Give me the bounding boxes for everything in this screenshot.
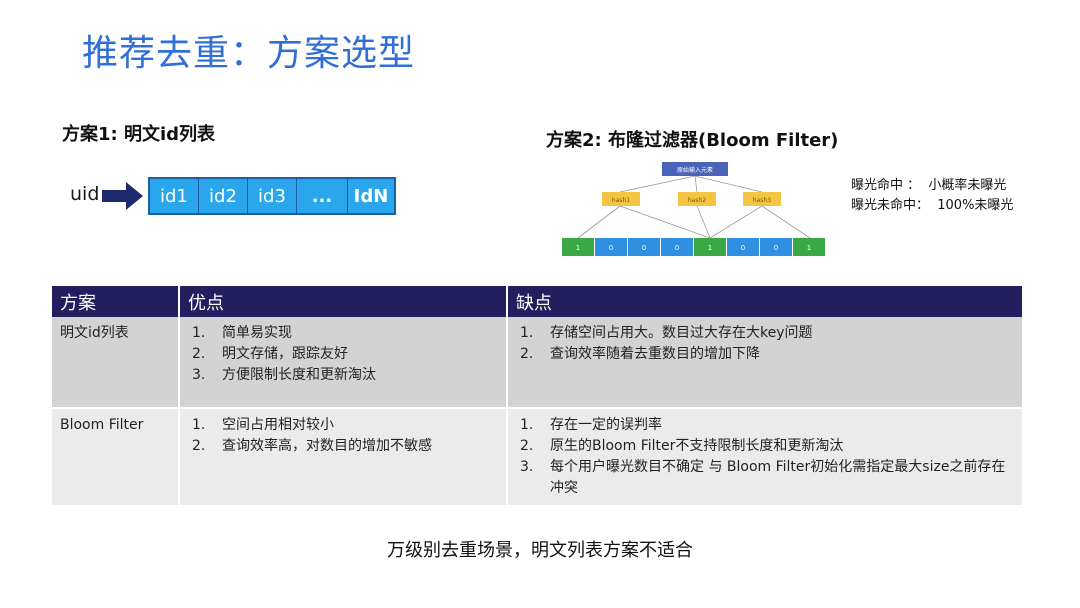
- bloom-hash-node: [743, 192, 781, 206]
- scheme-name-cell: Bloom Filter: [52, 409, 180, 505]
- list-item: 2.查询效率高，对数目的增加不敏感: [192, 438, 432, 454]
- column-header: 缺点: [508, 286, 1022, 317]
- conclusion-text: 万级别去重场景，明文列表方案不适合: [387, 540, 693, 561]
- bloom-notes: 曝光命中 ： 小概率未曝光 曝光未命中： 100%未曝光: [851, 176, 1013, 216]
- scheme-name-cell: 明文id列表: [52, 317, 180, 409]
- bloom-filter-diagram: 原始输入元素 hash1 hash2 hash3 1 0 0 0 1 0 0 1: [562, 162, 825, 256]
- bloom-bit-cell: [793, 238, 825, 256]
- bloom-hash-label: hash1: [612, 197, 630, 204]
- table-row: 明文id列表 1.简单易实现 2.明文存储，跟踪友好 3.方便限制长度和更新淘汰…: [52, 317, 1022, 409]
- section1-heading: 方案1: 明文id列表: [62, 124, 216, 145]
- bloom-bit-cell: [727, 238, 759, 256]
- bloom-bit-cell: [628, 238, 660, 256]
- pros-cell: 1.简单易实现 2.明文存储，跟踪友好 3.方便限制长度和更新淘汰: [180, 317, 508, 409]
- arrow-right-icon: [102, 182, 143, 210]
- bloom-note: 曝光未命中： 100%未曝光: [851, 198, 1014, 213]
- bloom-root-node: [662, 162, 728, 176]
- column-header: 方案: [52, 286, 180, 317]
- bloom-bit-value: 0: [642, 244, 646, 252]
- bloom-hash-label: hash2: [688, 197, 706, 204]
- bloom-hash-node: [602, 192, 640, 206]
- bloom-bit-cell: [595, 238, 627, 256]
- list-item: 2.查询效率随着去重数目的增加下降: [520, 346, 760, 362]
- bloom-root-label: 原始输入元素: [677, 166, 713, 174]
- bloom-bit-value: 0: [675, 244, 679, 252]
- bloom-bit-value: 0: [741, 244, 745, 252]
- page-title: 推荐去重：方案选型: [82, 33, 416, 74]
- column-header: 优点: [180, 286, 508, 317]
- uid-label: uid: [70, 183, 100, 205]
- pros-cell: 1.空间占用相对较小 2.查询效率高，对数目的增加不敏感: [180, 409, 508, 505]
- bloom-hash-label: hash3: [753, 197, 771, 204]
- comparison-table: 方案 优点 缺点 明文id列表 1.简单易实现 2.明文存储，跟踪友好 3.方便…: [52, 286, 1022, 505]
- list-item: 2.原生的Bloom Filter不支持限制长度和更新淘汰: [520, 438, 844, 454]
- id-list: id1 id2 id3 ... IdN: [148, 177, 396, 215]
- bloom-bit-value: 1: [708, 244, 712, 252]
- list-item: 1.存在一定的误判率: [520, 417, 662, 433]
- list-item: 1.简单易实现: [192, 325, 292, 341]
- bloom-bit-value: 0: [609, 244, 613, 252]
- bloom-bit-value: 0: [774, 244, 778, 252]
- bloom-hash-node: [678, 192, 716, 206]
- list-item: 1.存储空间占用大。数目过大存在大key问题: [520, 325, 813, 341]
- id-cell: id1: [150, 179, 199, 213]
- section2-heading: 方案2: 布隆过滤器(Bloom Filter): [546, 130, 839, 151]
- cons-cell: 1.存在一定的误判率 2.原生的Bloom Filter不支持限制长度和更新淘汰…: [508, 409, 1022, 505]
- id-cell: id2: [199, 179, 248, 213]
- list-item: 1.空间占用相对较小: [192, 417, 334, 433]
- list-item: 2.明文存储，跟踪友好: [192, 346, 348, 362]
- bloom-bit-value: 1: [807, 244, 811, 252]
- id-cell: id3: [248, 179, 297, 213]
- cons-cell: 1.存储空间占用大。数目过大存在大key问题 2.查询效率随着去重数目的增加下降: [508, 317, 1022, 409]
- bloom-bit-cell: [562, 238, 594, 256]
- bloom-bit-cell: [694, 238, 726, 256]
- bloom-bit-value: 1: [576, 244, 580, 252]
- bloom-note: 曝光命中 ： 小概率未曝光: [851, 178, 1007, 193]
- id-cell-ellipsis: ...: [297, 179, 348, 213]
- table-row: Bloom Filter 1.空间占用相对较小 2.查询效率高，对数目的增加不敏…: [52, 409, 1022, 505]
- list-item: 3.每个用户曝光数目不确定 与 Bloom Filter初始化需指定最大size…: [520, 459, 1006, 496]
- bloom-bit-cell: [661, 238, 693, 256]
- table-header-row: 方案 优点 缺点: [52, 286, 1022, 317]
- id-cell-last: IdN: [353, 185, 389, 207]
- bloom-bit-cell: [760, 238, 792, 256]
- list-item: 3.方便限制长度和更新淘汰: [192, 367, 376, 383]
